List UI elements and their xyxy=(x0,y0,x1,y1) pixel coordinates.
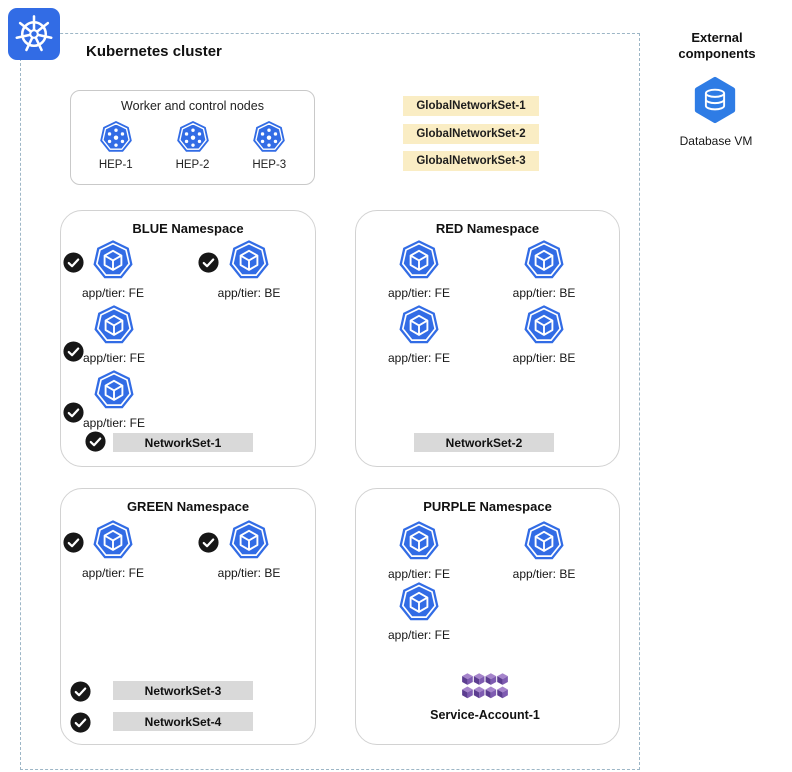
global-network-set-3-label: GlobalNetworkSet-3 xyxy=(403,151,539,171)
pod-label: app/tier: BE xyxy=(512,567,576,581)
pod: app/tier: FE xyxy=(58,239,168,300)
namespace-title: RED Namespace xyxy=(435,221,540,236)
kubernetes-logo-icon xyxy=(8,8,60,60)
node-label: HEP-3 xyxy=(252,159,287,171)
namespace-title: PURPLE Namespace xyxy=(423,499,552,514)
pod: app/tier: BE xyxy=(489,304,599,365)
network-set-label: NetworkSet-2 xyxy=(414,433,554,452)
pod: app/tier: FE xyxy=(59,304,169,365)
pod-label: app/tier: FE xyxy=(387,567,451,581)
kubernetes-pod-icon xyxy=(93,304,135,346)
pod-label: app/tier: BE xyxy=(217,566,281,580)
network-set-label: NetworkSet-1 xyxy=(113,433,253,452)
pod: app/tier: BE xyxy=(194,519,304,580)
database-vm-label: Database VM xyxy=(679,134,753,148)
pod-label: app/tier: FE xyxy=(387,286,451,300)
pod-label: app/tier: FE xyxy=(82,351,146,365)
namespace-blue: BLUE Namespace app/tier: FE app/tier: BE… xyxy=(60,210,316,467)
pod-label: app/tier: FE xyxy=(82,416,146,430)
pod-label: app/tier: BE xyxy=(512,286,576,300)
kubernetes-node-icon xyxy=(252,120,286,154)
worker-nodes-title: Worker and control nodes xyxy=(121,99,264,113)
network-set-label: NetworkSet-3 xyxy=(113,681,253,700)
node-hep-2: HEP-2 xyxy=(161,120,225,171)
namespace-green: GREEN Namespace app/tier: FE app/tier: B… xyxy=(60,488,316,745)
kubernetes-pod-icon xyxy=(228,519,270,561)
namespace-purple: PURPLE Namespace app/tier: FE app/tier: … xyxy=(355,488,620,745)
pod-label: app/tier: FE xyxy=(387,628,451,642)
global-network-set-1-label: GlobalNetworkSet-1 xyxy=(403,96,539,116)
check-badge-icon xyxy=(70,712,91,733)
kubernetes-pod-icon xyxy=(93,369,135,411)
cluster-title: Kubernetes cluster xyxy=(86,43,222,60)
namespace-title: BLUE Namespace xyxy=(132,221,244,236)
kubernetes-pod-icon xyxy=(523,239,565,281)
cluster-boundary xyxy=(20,33,640,770)
pod: app/tier: FE xyxy=(364,304,474,365)
kubernetes-node-icon xyxy=(176,120,210,154)
pod-label: app/tier: FE xyxy=(81,286,145,300)
namespace-red: RED Namespace app/tier: FE app/tier: BE … xyxy=(355,210,620,467)
kubernetes-pod-icon xyxy=(92,519,134,561)
kubernetes-node-icon xyxy=(99,120,133,154)
pod-label: app/tier: BE xyxy=(217,286,281,300)
worker-nodes-box: Worker and control nodes HEP-1 HEP-2 HEP… xyxy=(70,90,315,185)
node-hep-3: HEP-3 xyxy=(237,120,301,171)
node-label: HEP-1 xyxy=(98,159,133,171)
kubernetes-pod-icon xyxy=(398,304,440,346)
pod: app/tier: BE xyxy=(489,520,599,581)
kubernetes-pod-icon xyxy=(523,304,565,346)
helm-wheel-icon xyxy=(13,13,55,55)
pod: app/tier: FE xyxy=(59,369,169,430)
kubernetes-pod-icon xyxy=(228,239,270,281)
pod: app/tier: FE xyxy=(364,520,474,581)
check-badge-icon xyxy=(85,431,106,452)
service-account-icon xyxy=(460,671,510,701)
kubernetes-pod-icon xyxy=(523,520,565,562)
global-network-set-2-label: GlobalNetworkSet-2 xyxy=(403,124,539,144)
kubernetes-pod-icon xyxy=(92,239,134,281)
service-account-label: Service-Account-1 xyxy=(430,708,540,722)
namespace-title: GREEN Namespace xyxy=(126,499,250,514)
pod-label: app/tier: FE xyxy=(81,566,145,580)
pod-label: app/tier: BE xyxy=(512,351,576,365)
network-set-label: NetworkSet-4 xyxy=(113,712,253,731)
pod: app/tier: FE xyxy=(364,239,474,300)
pod: app/tier: FE xyxy=(364,581,474,642)
pod: app/tier: FE xyxy=(58,519,168,580)
external-components-title: External components xyxy=(678,30,756,62)
kubernetes-pod-icon xyxy=(398,581,440,623)
node-label: HEP-2 xyxy=(175,159,210,171)
kubernetes-pod-icon xyxy=(398,239,440,281)
node-hep-1: HEP-1 xyxy=(84,120,148,171)
check-badge-icon xyxy=(70,681,91,702)
kubernetes-pod-icon xyxy=(398,520,440,562)
database-vm-icon xyxy=(691,76,739,124)
pod-label: app/tier: FE xyxy=(387,351,451,365)
pod: app/tier: BE xyxy=(489,239,599,300)
pod: app/tier: BE xyxy=(194,239,304,300)
nodes-row: HEP-1 HEP-2 HEP-3 xyxy=(71,120,314,171)
